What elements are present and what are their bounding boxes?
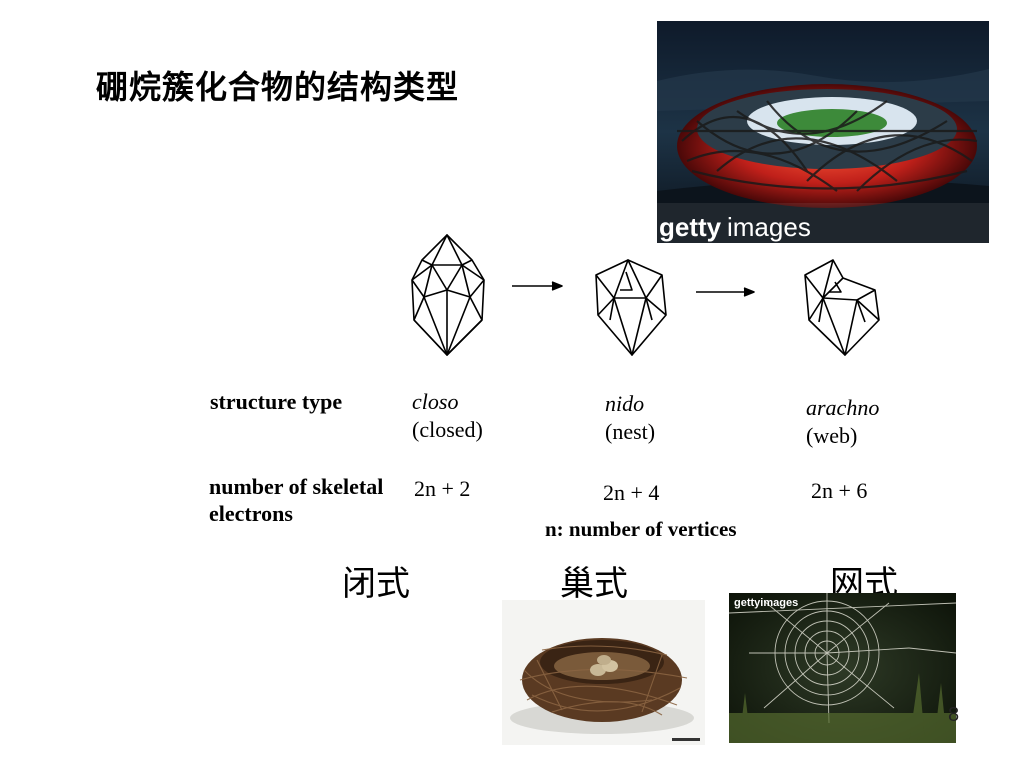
arachno-polyhedron: [804, 259, 880, 356]
row-label-skeletal-electrons-line1: number of skeletal: [209, 474, 384, 499]
nido-electrons: 2n + 4: [603, 480, 660, 505]
row-label-structure-type: structure type: [210, 389, 343, 414]
nest-photo: [502, 600, 705, 745]
arachno-electrons: 2n + 6: [811, 478, 868, 503]
nido-polyhedron: [595, 259, 667, 356]
nido-chinese: 巢式: [560, 564, 628, 604]
page-number: 8: [948, 704, 960, 726]
nido-gloss: (nest): [605, 419, 656, 444]
arrow-closo-nido: [512, 281, 563, 291]
stadium-photo: getty images: [657, 21, 989, 243]
nido-name: nido: [605, 391, 645, 416]
arachno-gloss: (web): [806, 423, 858, 448]
cluster-diagram: [411, 234, 880, 356]
row-label-skeletal-electrons-line2: electrons: [209, 501, 293, 526]
closo-name: closo: [412, 389, 459, 414]
stadium-watermark-light: images: [727, 212, 811, 242]
closo-gloss: (closed): [412, 417, 483, 442]
arrow-nido-arachno: [696, 287, 755, 297]
spider-web-photo: gettyimages: [729, 593, 956, 743]
closo-polyhedron: [411, 234, 485, 356]
stadium-watermark-bold: getty: [659, 212, 722, 242]
web-watermark: gettyimages: [734, 597, 798, 609]
vertices-footnote: n: number of vertices: [545, 517, 737, 541]
closo-chinese: 闭式: [342, 564, 410, 604]
arachno-name: arachno: [806, 395, 880, 420]
slide-title: 硼烷簇化合物的结构类型: [96, 68, 460, 106]
closo-electrons: 2n + 2: [414, 476, 471, 501]
